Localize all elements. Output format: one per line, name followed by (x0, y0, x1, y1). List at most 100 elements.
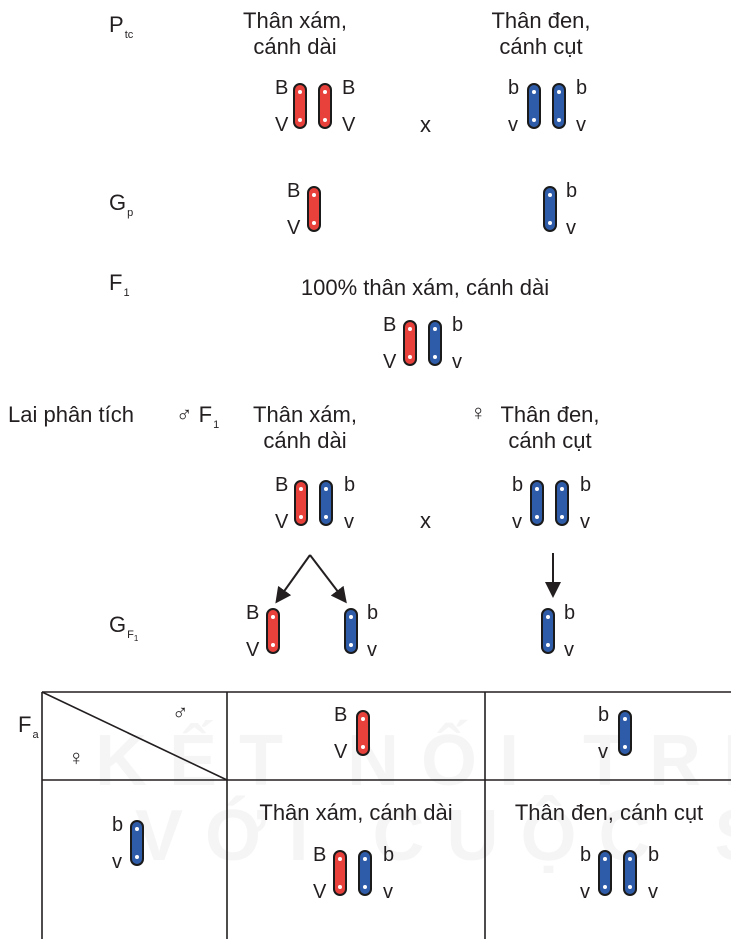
label-f1-sub: 1 (123, 287, 130, 299)
chromosome-red (318, 83, 332, 129)
label-male-f1-sub: 1 (213, 419, 220, 431)
table-grid (41, 691, 731, 939)
chromosome-blue (358, 850, 372, 896)
label-test-cross-text: Lai phân tích (8, 402, 134, 427)
table-female-icon: ♀ (68, 745, 85, 770)
allele-b: b (112, 814, 124, 836)
testcross-left-line2: cánh dài (263, 428, 347, 453)
label-f1-text: F (109, 270, 123, 295)
chromosome-blue (552, 83, 566, 129)
chromosome-blue (319, 480, 333, 526)
allele-v: v (383, 881, 393, 903)
allele-v: v (112, 851, 122, 873)
chromosome-red (356, 710, 370, 756)
allele-b: b (383, 844, 395, 866)
chromosome-blue (530, 480, 544, 526)
p-right-phenotype: Thân đen, cánh cụt (471, 8, 611, 60)
allele-b: b (566, 180, 578, 202)
allele-B: B (313, 844, 327, 866)
chromosome-blue (344, 608, 358, 654)
allele-v: v (508, 114, 518, 136)
allele-b: b (598, 704, 610, 726)
offspring-2-phenotype: Thân đen, cánh cụt (514, 800, 704, 825)
allele-B: B (383, 314, 397, 336)
allele-v: v (566, 217, 576, 239)
allele-b: b (367, 602, 379, 624)
gamete-arrows (275, 553, 561, 604)
chromosome-red (333, 850, 347, 896)
allele-V: V (246, 639, 260, 661)
label-fa-text: F (18, 712, 32, 737)
testcross-right-line1: Thân đen, (500, 402, 600, 427)
chromosome-red (266, 608, 280, 654)
chromosome-red (307, 186, 321, 232)
allele-V: V (287, 217, 301, 239)
allele-V: V (342, 114, 356, 136)
label-p-text: P (109, 12, 124, 37)
allele-B: B (334, 704, 348, 726)
chromosome-blue (618, 710, 632, 756)
allele-v: v (564, 639, 574, 661)
chromosome-red (293, 83, 307, 129)
label-gp: Gp (109, 190, 133, 219)
testcross-right-line2: cánh cụt (508, 428, 592, 453)
male-icon: ♂ (176, 402, 193, 427)
allele-B: B (275, 474, 289, 496)
allele-B: B (342, 77, 356, 99)
chromosome-red (403, 320, 417, 366)
offspring-1-phenotype: Thân xám, cánh dài (259, 800, 453, 825)
label-gf1-sub: F1 (127, 629, 139, 643)
label-fa-sub: a (32, 729, 39, 741)
p-right-line1: Thân đen, (491, 8, 591, 33)
allele-b: b (580, 474, 592, 496)
allele-b: b (512, 474, 524, 496)
table-male-icon: ♂ (172, 700, 189, 725)
allele-v: v (580, 881, 590, 903)
allele-V: V (275, 511, 289, 533)
allele-b: b (564, 602, 576, 624)
allele-V: V (383, 351, 397, 373)
chromosome-blue (543, 186, 557, 232)
cross-symbol: x (420, 112, 431, 137)
label-gf1-sub-letter: F (127, 629, 134, 641)
label-gp-sub: p (127, 207, 134, 219)
chromosome-blue (555, 480, 569, 526)
label-gf1-sub-number: 1 (133, 634, 139, 643)
label-gf1-text: G (109, 612, 127, 637)
label-gp-text: G (109, 190, 127, 215)
p-left-phenotype: Thân xám, cánh dài (225, 8, 365, 60)
allele-v: v (576, 114, 586, 136)
allele-V: V (334, 741, 348, 763)
label-fa: Fa (18, 712, 39, 741)
chromosome-red (294, 480, 308, 526)
chromosome-blue (130, 820, 144, 866)
testcross-right-phenotype: Thân đen, cánh cụt (485, 402, 615, 454)
allele-v: v (580, 511, 590, 533)
allele-b: b (508, 77, 520, 99)
p-left-line2: cánh dài (253, 34, 337, 59)
allele-v: v (367, 639, 377, 661)
allele-b: b (580, 844, 592, 866)
female-icon: ♀ (470, 400, 487, 425)
f1-phenotype: 100% thân xám, cánh dài (300, 275, 550, 300)
allele-v: v (598, 741, 608, 763)
chromosome-blue (527, 83, 541, 129)
allele-v: v (344, 511, 354, 533)
allele-v: v (452, 351, 462, 373)
allele-B: B (275, 77, 289, 99)
allele-B: B (287, 180, 301, 202)
label-f1: F1 (109, 270, 130, 299)
label-p-sub: tc (124, 29, 134, 41)
label-gf1: GF1 (109, 612, 138, 643)
testcross-left-phenotype: Thân xám, cánh dài (240, 402, 370, 454)
allele-v: v (512, 511, 522, 533)
allele-V: V (275, 114, 289, 136)
p-right-line2: cánh cụt (499, 34, 583, 59)
label-test-cross: Lai phân tích (8, 402, 134, 428)
allele-v: v (648, 881, 658, 903)
allele-b: b (648, 844, 660, 866)
chromosome-blue (623, 850, 637, 896)
chromosome-blue (541, 608, 555, 654)
allele-V: V (313, 881, 327, 903)
